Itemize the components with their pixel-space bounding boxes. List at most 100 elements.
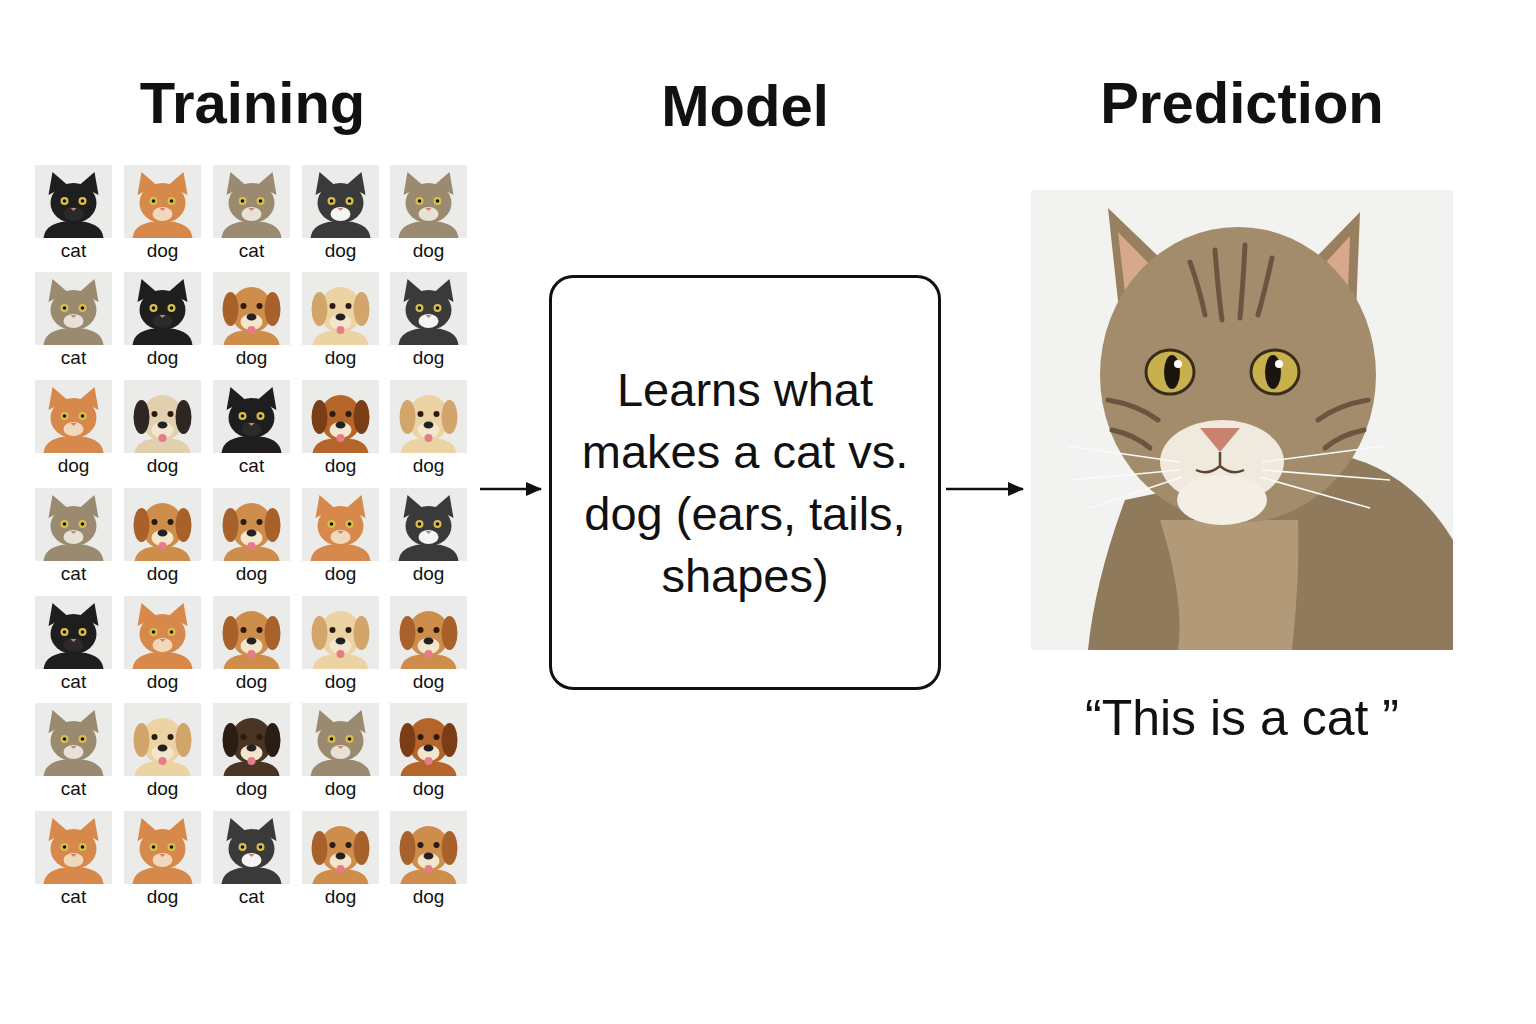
cat-stripes [1240,245,1245,318]
cat-pupil [63,630,67,634]
cat-nose [160,315,166,318]
image-label: dog [294,778,387,800]
cat-head [140,183,186,223]
cat-whiskers [1068,446,1390,508]
animal-photo [302,272,379,345]
training-image: dog [302,703,379,803]
photo-ground [124,596,201,669]
cat-muzzle [64,853,84,867]
cat-eye [346,197,354,205]
dog-tongue [248,542,256,550]
dog-ear [134,723,150,757]
photo-ground [35,811,112,884]
animal-photo [302,703,379,776]
cat-muzzle [64,638,84,652]
photo-ground [124,811,201,884]
cat-stripes [1215,250,1222,320]
image-label: dog [294,455,387,477]
training-image: cat [35,703,112,803]
cat-muzzle [242,853,262,867]
image-label: cat [27,886,120,908]
dog-ear [400,616,416,650]
training-image: dog [302,596,379,696]
cat-eye [1146,350,1194,394]
cat-eye [328,735,336,743]
photo-ground [213,380,290,453]
cat-eye [168,197,176,205]
image-label: dog [116,778,209,800]
image-label: cat [27,563,120,585]
dog-eye [152,734,158,740]
dog-ear [134,400,150,434]
image-label: dog [382,886,475,908]
cat-pupil [241,199,245,203]
cat-head [318,183,364,223]
cat-pupil [152,199,156,203]
animal-photo [35,380,112,453]
cat-eye [239,197,247,205]
training-image: cat [213,811,290,911]
cat-head [406,290,452,330]
image-label: cat [27,347,120,369]
photo-ground [35,272,112,345]
cat-head [406,183,452,223]
cat-head [51,829,97,869]
cat-body [44,221,104,238]
dog-tongue [248,650,256,658]
training-image: dog [213,272,290,372]
photo-ground [390,488,467,561]
dog-eye [241,303,247,309]
dog-tongue [425,650,433,658]
cat-pupil [63,522,67,526]
training-image: cat [213,380,290,480]
photo-ground [390,703,467,776]
photo-ground [390,165,467,238]
dog-ear [400,723,416,757]
training-image: dog [390,596,467,696]
training-image: cat [35,811,112,911]
photo-ground [213,703,290,776]
animal-photo [302,811,379,884]
dog-eye [346,303,352,309]
photo-ground [302,272,379,345]
cat-pupil [418,522,422,526]
cat-pupil [170,306,174,310]
cat-muzzle [153,638,173,652]
training-image: dog [390,272,467,372]
dog-nose [424,422,434,429]
training-image: dog [124,703,201,803]
cat-whiskers [1262,470,1390,480]
cat-muzzle [64,530,84,544]
image-label: dog [116,455,209,477]
cat-nose [71,315,77,318]
dog-eye [241,627,247,633]
cat-nose [249,423,255,426]
column-heading: Prediction [961,70,1523,136]
cat-eye [61,843,69,851]
eye-highlight [1174,360,1182,368]
dog-ear [354,400,370,434]
cat-eye [79,628,87,636]
image-label: cat [27,671,120,693]
dog-ear [176,723,192,757]
dog-eye [346,842,352,848]
cat-head [140,290,186,330]
cat-mouth [1196,452,1244,472]
dog-eye [241,734,247,740]
cat-pupil [152,630,156,634]
column-heading: Training [0,70,545,136]
cat-eye [61,197,69,205]
cat-eye [61,304,69,312]
cat-eye [434,520,442,528]
cat-eye [257,843,265,851]
dog-tongue [337,326,345,334]
prediction-caption: “This is a cat ” [941,689,1536,747]
cat-eye [416,304,424,312]
dog-eye [346,627,352,633]
dog-nose [424,853,434,860]
cat-eye [79,304,87,312]
model-description: Learns what makes a cat vs. dog (ears, t… [578,359,912,607]
cat-stripes [1112,430,1150,448]
image-label: dog [205,778,298,800]
dog-nose [336,853,346,860]
